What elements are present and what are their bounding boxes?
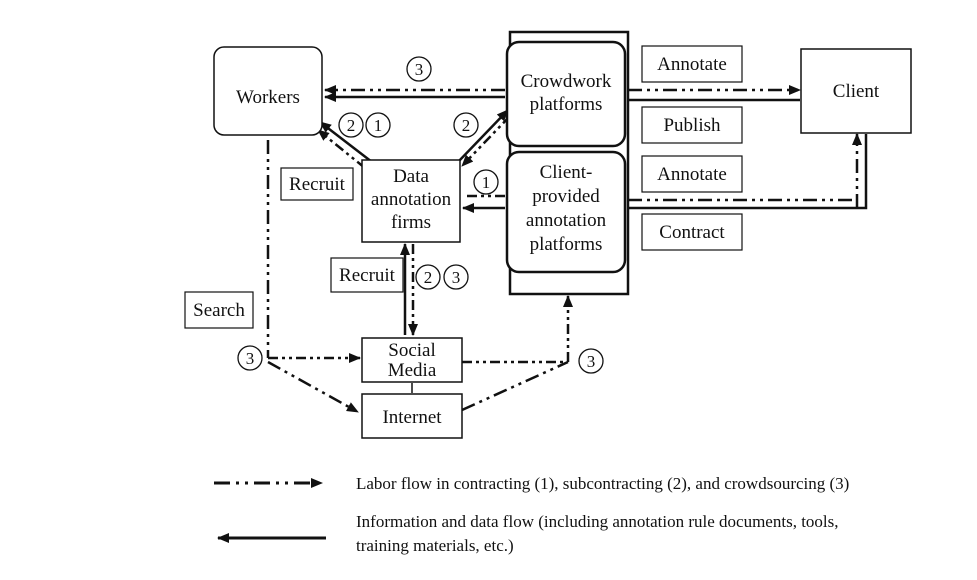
legend-info-text-1: Information and data flow (including ann…: [356, 512, 839, 531]
svg-text:Annotate: Annotate: [657, 54, 727, 75]
edge-search-to-internet: [267, 360, 359, 414]
svg-text:3: 3: [246, 349, 255, 368]
svg-text:Client-: Client-: [540, 162, 593, 183]
legend-labor-text: Labor flow in contracting (1), subcontra…: [356, 474, 849, 493]
svg-text:Crowdwork: Crowdwork: [521, 71, 612, 92]
node-data-annotation-firms: Data annotation firms: [361, 159, 461, 243]
svg-text:2: 2: [347, 116, 356, 135]
svg-text:2: 2: [462, 116, 471, 135]
marker-2-platforms: 2: [453, 112, 479, 138]
marker-3-top: 3: [406, 56, 432, 82]
svg-text:Recruit: Recruit: [289, 174, 346, 195]
svg-text:Internet: Internet: [382, 407, 442, 428]
label-annotate-top: Annotate: [641, 45, 743, 83]
node-client: Client: [800, 48, 912, 134]
svg-text:1: 1: [482, 173, 491, 192]
edge-firms-to-workers-info: [319, 121, 373, 163]
svg-text:Data: Data: [393, 166, 429, 187]
node-client-provided-platforms: Client- provided annotation platforms: [505, 150, 627, 274]
marker-1-cpap: 1: [473, 169, 499, 195]
node-social-media: Social Media: [361, 337, 463, 383]
svg-text:3: 3: [452, 268, 461, 287]
legend: Labor flow in contracting (1), subcontra…: [214, 474, 849, 555]
svg-text:Workers: Workers: [236, 87, 300, 108]
marker-3-cpap-bottom: 3: [578, 348, 604, 374]
edge-internet-to-cpap: [461, 360, 569, 412]
svg-text:3: 3: [587, 352, 596, 371]
edge-firms-to-platforms-info: [457, 109, 509, 163]
edge-client-to-cpap-info: [628, 134, 868, 210]
label-annotate-mid: Annotate: [641, 155, 743, 193]
label-search: Search: [184, 291, 254, 329]
svg-text:Search: Search: [193, 300, 245, 321]
svg-text:Annotate: Annotate: [657, 164, 727, 185]
label-publish: Publish: [641, 106, 743, 144]
svg-text:Social: Social: [388, 340, 436, 361]
legend-info-text-2: training materials, etc.): [356, 536, 514, 555]
svg-text:annotation: annotation: [526, 210, 607, 231]
label-recruit-bottom: Recruit: [330, 257, 404, 293]
node-workers: Workers: [213, 46, 323, 136]
svg-text:annotation: annotation: [371, 189, 452, 210]
marker-1-workers: 1: [365, 112, 391, 138]
edge-firms-to-workers-labor: [317, 129, 366, 169]
svg-text:Recruit: Recruit: [339, 265, 396, 286]
svg-text:platforms: platforms: [530, 94, 603, 115]
svg-text:Contract: Contract: [659, 222, 725, 243]
svg-text:firms: firms: [391, 212, 431, 233]
svg-text:provided: provided: [532, 186, 600, 207]
marker-2-workers: 2: [338, 112, 364, 138]
svg-text:3: 3: [415, 60, 424, 79]
svg-text:platforms: platforms: [530, 234, 603, 255]
label-contract: Contract: [641, 213, 743, 251]
svg-text:1: 1: [374, 116, 383, 135]
marker-2-social: 2: [415, 264, 441, 290]
svg-text:2: 2: [424, 268, 433, 287]
svg-text:Publish: Publish: [663, 115, 721, 136]
marker-3-social: 3: [443, 264, 469, 290]
marker-3-search: 3: [237, 345, 263, 371]
edge-platforms-to-firms-labor: [461, 115, 511, 167]
svg-text:Client: Client: [833, 81, 880, 102]
node-internet: Internet: [361, 393, 463, 439]
svg-text:Media: Media: [388, 360, 437, 381]
label-recruit-top: Recruit: [280, 167, 354, 201]
node-crowdwork-platforms: Crowdwork platforms: [505, 40, 627, 148]
